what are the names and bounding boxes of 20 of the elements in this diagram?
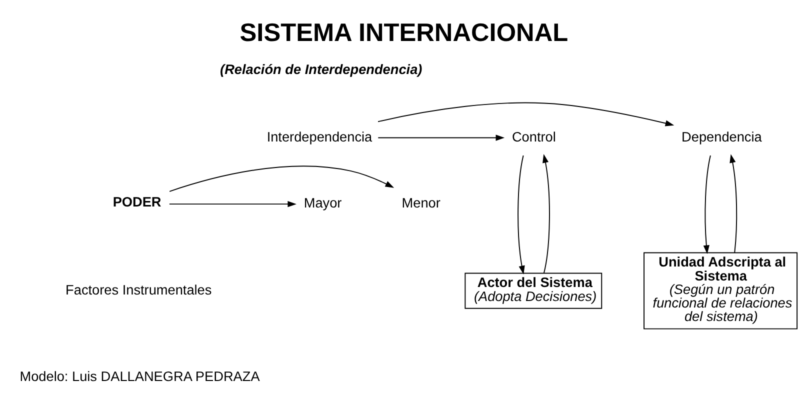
node-box: Actor del Sistema (Adopta Decisiones)	[464, 272, 602, 308]
node-box: Unidad Adscripta al Sistema (Según un patrón funcional de relaciones del sistema)	[644, 252, 798, 329]
diagram-title: SISTEMA INTERNACIONAL	[240, 18, 568, 47]
node-text: Control	[512, 128, 556, 144]
label: (Relación de Interdependencia)	[220, 62, 422, 77]
arrow	[518, 154, 525, 274]
node-text: Mayor	[304, 195, 342, 210]
arrow	[703, 154, 711, 254]
node-text: PODER	[112, 194, 162, 210]
arrow	[730, 154, 738, 253]
arrow	[168, 200, 296, 207]
node-text: Interdependencia	[266, 128, 372, 144]
label: Modelo: Luis DALLANEGRA PEDRAZA	[20, 368, 260, 384]
arrow	[169, 165, 394, 192]
arrow	[542, 154, 550, 273]
node-text: Menor	[402, 195, 440, 210]
node-text: Dependencia	[682, 128, 762, 144]
label: Factores Instrumentales	[66, 282, 212, 297]
arrow	[378, 102, 674, 126]
arrow	[378, 134, 505, 140]
